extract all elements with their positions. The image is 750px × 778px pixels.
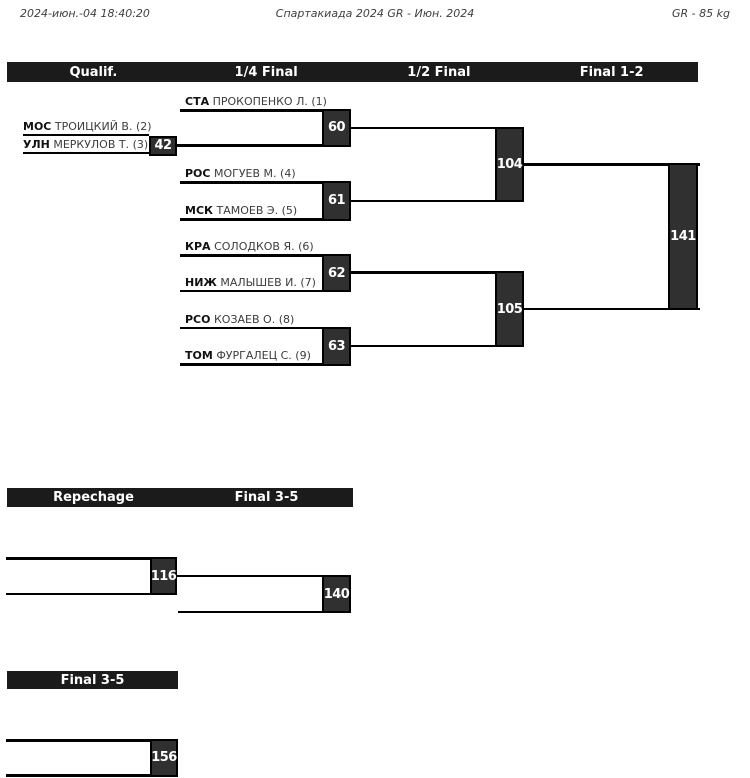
- report-datetime: 2024-июн.-04 18:40:20: [20, 7, 150, 20]
- main-round-header-bar: Qualif. 1/4 Final 1/2 Final Final 1-2: [7, 62, 698, 82]
- competitor-seed-7: НИЖ МАЛЫШЕВ И. (7): [185, 276, 316, 289]
- competitor-name: МАЛЫШЕВ И. (7): [220, 275, 316, 289]
- match-number: 63: [327, 338, 346, 354]
- match-number: 105: [496, 301, 523, 317]
- bracket-line-winner-104: [524, 163, 700, 166]
- competitor-name: СОЛОДКОВ Я. (6): [214, 240, 314, 253]
- report-title: Спартакиада 2024 GR - Июн. 2024: [275, 7, 475, 20]
- region-code: УЛН: [23, 137, 50, 151]
- bracket-line: [6, 592, 150, 595]
- bracket-line: [180, 363, 322, 366]
- repechage-round-header-bar: Repechage Final 3-5: [7, 488, 353, 507]
- match-box-62: 62: [322, 254, 351, 292]
- weight-category: GR - 85 kg: [672, 7, 730, 20]
- competitor-name: ПРОКОПЕНКО Л. (1): [212, 95, 327, 108]
- bracket-line: [6, 774, 150, 777]
- competitor-name: МЕРКУЛОВ Т. (3): [53, 137, 149, 151]
- competitor-name: МОГУЕВ М. (4): [214, 167, 296, 180]
- bracket-line: [23, 133, 149, 136]
- bracket-line-winner-105: [524, 307, 700, 311]
- bracket-line-winner-116: [177, 574, 322, 578]
- bracket-line: [6, 739, 150, 742]
- bracket-line-winner-63: [351, 344, 495, 347]
- round-header-final-3-5: Final 3-5: [234, 490, 299, 505]
- competitor-seed-8: РСО КОЗАЕВ О. (8): [185, 313, 294, 326]
- match-number: 42: [154, 138, 172, 154]
- round-header-repechage: Repechage: [53, 490, 134, 505]
- bracket-line-winner-61: [351, 199, 495, 202]
- competitor-name: КОЗАЕВ О. (8): [214, 312, 295, 326]
- match-box-42: 42: [149, 136, 177, 156]
- bracket-line: [180, 254, 322, 257]
- match-box-61: 61: [322, 181, 351, 221]
- match-box-104: 104: [495, 126, 524, 202]
- competitor-name: ТРОИЦКИЙ В. (2): [54, 119, 152, 133]
- round-header-qualif: Qualif.: [69, 64, 118, 80]
- competitor-seed-9: ТОМ ФУРГАЛЕЦ С. (9): [185, 349, 311, 362]
- match-box-140: 140: [322, 574, 351, 614]
- match-number: 60: [327, 120, 346, 136]
- competitor-seed-5: МСК ТАМОЕВ Э. (5): [185, 204, 297, 217]
- bracket-line: [6, 557, 150, 560]
- competitor-seed-2: МОС ТРОИЦКИЙ В. (2): [23, 120, 152, 133]
- match-number: 62: [327, 265, 346, 281]
- region-code: СТА: [185, 95, 210, 108]
- region-code: РСО: [185, 312, 211, 326]
- match-box-141: 141: [668, 163, 698, 311]
- region-code: МСК: [185, 204, 214, 217]
- region-code: МОС: [23, 119, 52, 133]
- match-box-60: 60: [322, 109, 351, 147]
- match-number: 61: [327, 193, 346, 209]
- bracket-line: [180, 181, 322, 184]
- match-number: 156: [151, 750, 177, 766]
- competitor-seed-1: СТА ПРОКОПЕНКО Л. (1): [185, 95, 327, 108]
- bracket-line: [180, 109, 322, 112]
- competitor-seed-3: УЛН МЕРКУЛОВ Т. (3): [23, 138, 148, 151]
- round-header-final-1-2: Final 1-2: [579, 64, 644, 80]
- region-code: НИЖ: [185, 275, 217, 289]
- match-number: 141: [670, 229, 696, 245]
- round-header-quarterfinal: 1/4 Final: [234, 64, 298, 80]
- competitor-seed-4: РОС МОГУЕВ М. (4): [185, 167, 296, 180]
- match-box-116: 116: [150, 557, 177, 595]
- bracket-line: [180, 289, 322, 292]
- match-box-156: 156: [150, 739, 178, 777]
- competitor-seed-6: КРА СОЛОДКОВ Я. (6): [185, 240, 314, 253]
- region-code: РОС: [185, 167, 211, 180]
- competitor-name: ТАМОЕВ Э. (5): [216, 204, 298, 217]
- match-number: 104: [496, 156, 523, 172]
- round-header-semifinal: 1/2 Final: [407, 64, 471, 80]
- bracket-line: [180, 326, 322, 329]
- round-header-final-3-5: Final 3-5: [60, 672, 125, 688]
- bracket-line-winner-42: [177, 144, 322, 147]
- competitor-name: ФУРГАЛЕЦ С. (9): [216, 349, 311, 362]
- region-code: ТОМ: [185, 349, 213, 362]
- bracket-line-winner-62: [351, 271, 495, 274]
- bracket-line: [180, 218, 322, 221]
- match-number: 116: [150, 568, 177, 584]
- bracket-line: [178, 610, 322, 614]
- region-code: КРА: [185, 240, 211, 253]
- bracket-line-winner-60: [351, 126, 495, 129]
- match-box-63: 63: [322, 326, 351, 366]
- final35-round-header-bar: Final 3-5: [7, 671, 178, 689]
- match-box-105: 105: [495, 271, 524, 347]
- match-number: 140: [323, 586, 350, 602]
- bracket-line: [23, 151, 149, 154]
